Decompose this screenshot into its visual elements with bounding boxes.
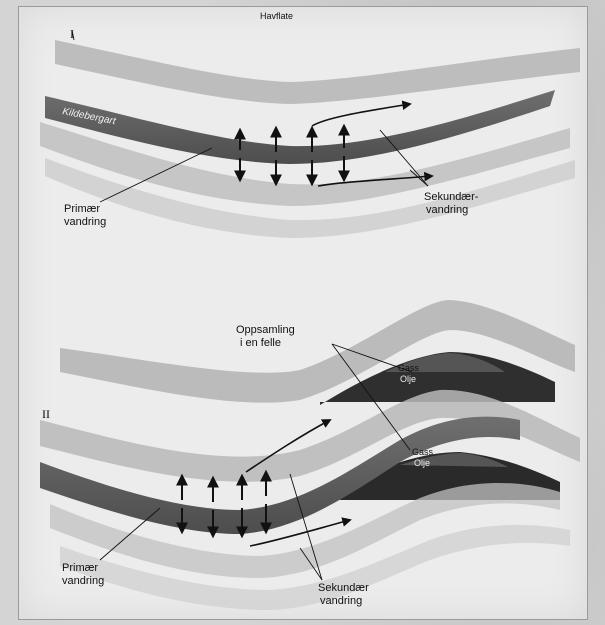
oil-label-lower: Olje (414, 458, 430, 468)
oil-label-upper: Olje (400, 374, 416, 384)
primary-label-two-line1: Primær (62, 562, 98, 574)
panel-one: I Havflate Kildebergart Primær vandring … (40, 11, 580, 238)
primary-label-line1: Primær (64, 203, 100, 215)
panel-two-numeral: II (42, 407, 50, 421)
secondary-label-two-line1: Sekundær (318, 582, 369, 594)
trap-label-line2: i en felle (240, 337, 281, 349)
gas-label-lower: Gass (412, 447, 434, 457)
gas-label-upper: Gass (398, 363, 420, 373)
panel-one-numeral: I (70, 27, 74, 41)
secondary-label-line1: Sekundær- (424, 191, 479, 203)
primary-label-two-line2: vandring (62, 575, 104, 587)
primary-label-line2: vandring (64, 216, 106, 228)
trap-label-line1: Oppsamling (236, 324, 295, 336)
secondary-label-line2: vandring (426, 204, 468, 216)
sea-surface-label: Havflate (260, 11, 293, 21)
panel-two: II Oppsamling i en felle Gass Olje Gass … (40, 300, 580, 610)
secondary-label-two-line2: vandring (320, 595, 362, 607)
sea-surface-layer (55, 40, 580, 104)
